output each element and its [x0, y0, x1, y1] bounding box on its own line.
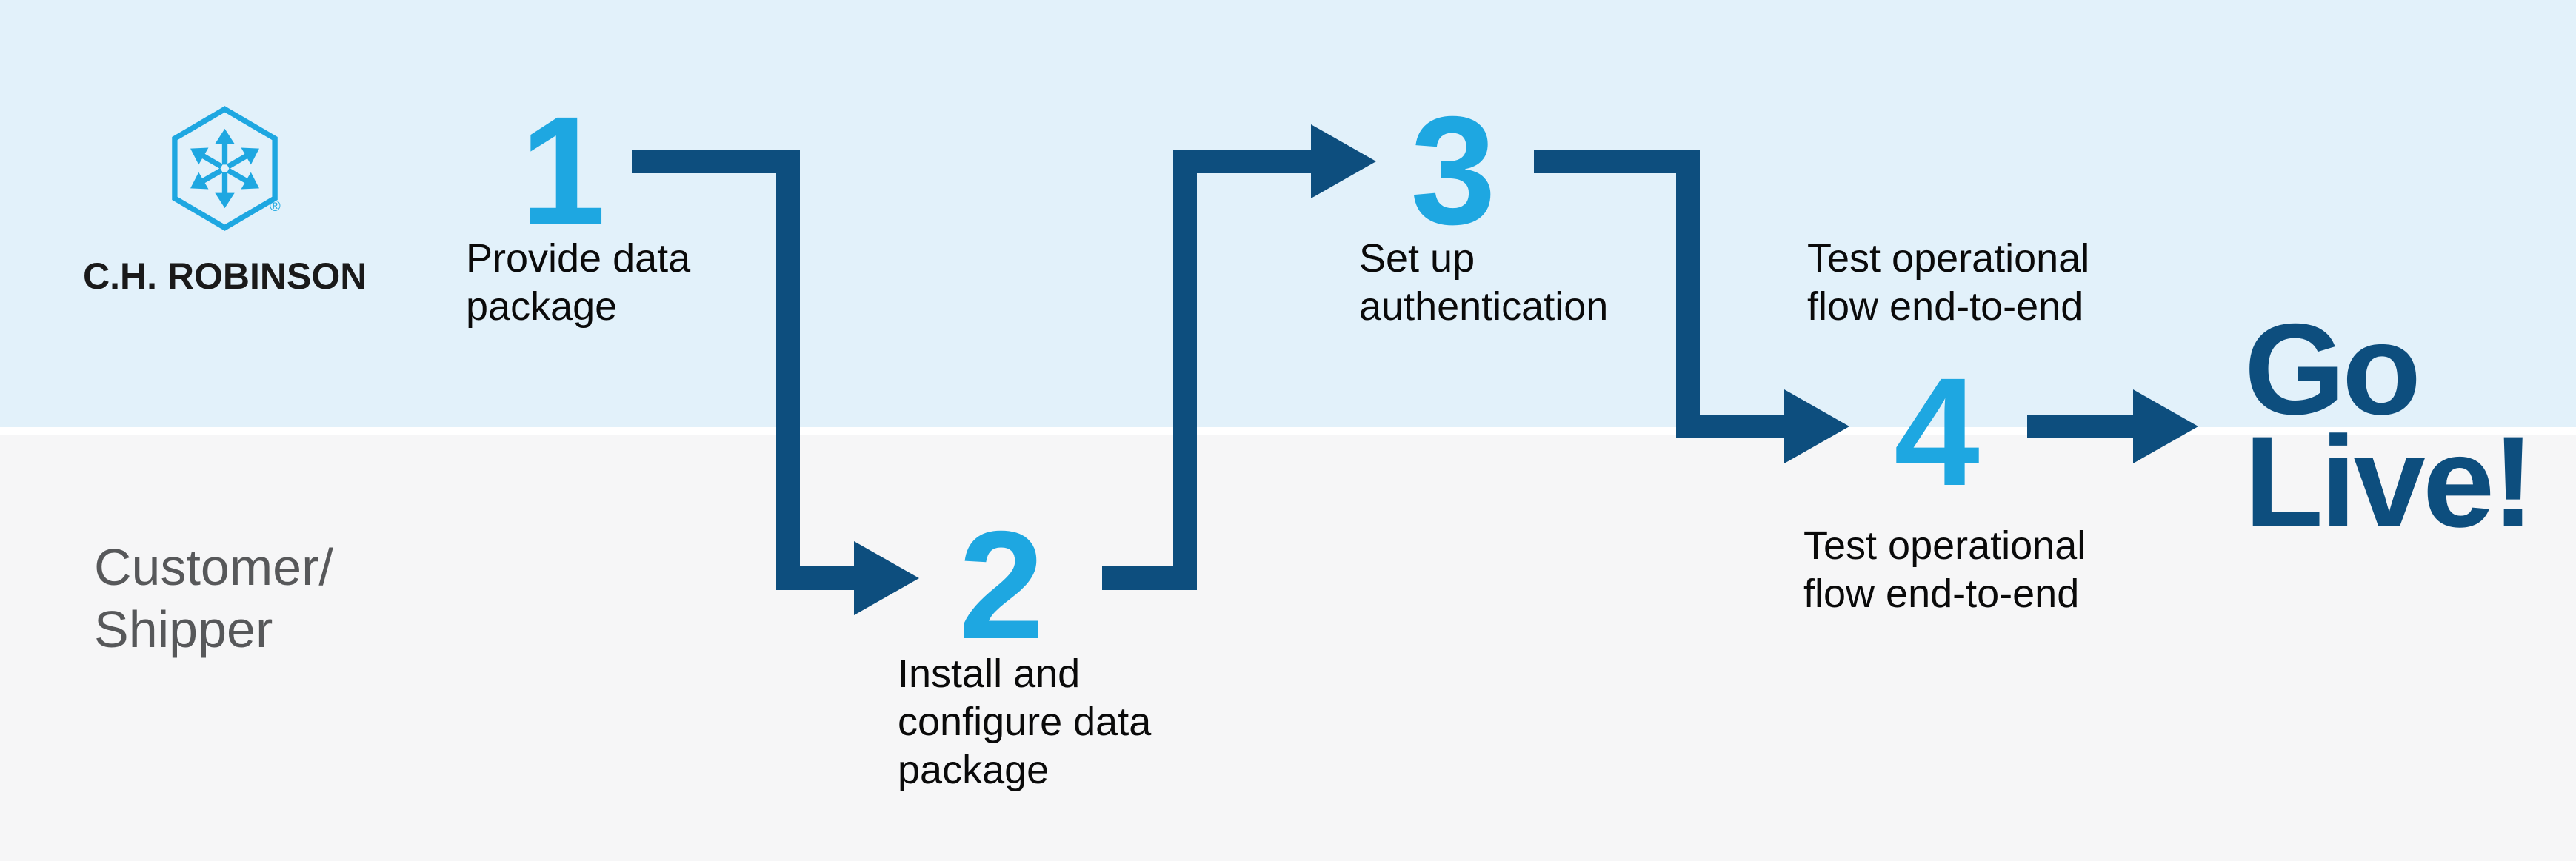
arrow-step3-to-step4-stub — [1676, 415, 1784, 438]
chrobinson-lane-background — [0, 0, 2576, 427]
chrobinson-logo-icon — [172, 106, 278, 231]
lane-label-line1: Customer/ — [94, 538, 333, 596]
step1-label-line1: Provide data — [466, 236, 691, 281]
step1-label: Provide data package — [466, 235, 690, 331]
arrow-step3-to-step4-arrowhead-icon — [1784, 389, 1849, 463]
arrow-step4-to-golive-horizontal — [2027, 415, 2133, 438]
arrow-step3-to-step4-vertical — [1676, 150, 1700, 438]
step2-label: Install and configure data package — [898, 650, 1151, 794]
step4-label-upper-line1: Test operational — [1807, 236, 2090, 281]
arrow-step1-to-step2-horizontal — [632, 150, 800, 173]
step4-label-upper: Test operational flow end-to-end — [1807, 235, 2089, 331]
go-live-label: Go Live! — [2244, 305, 2535, 547]
step4-label-lower-line1: Test operational — [1803, 523, 2086, 568]
step3-label-line2: authentication — [1359, 284, 1609, 329]
step2-label-line2: configure data — [898, 700, 1152, 744]
arrow-step4-to-golive-arrowhead-icon — [2133, 389, 2198, 463]
arrow-step3-to-step4-horizontal — [1534, 150, 1700, 173]
step4-label-upper-line2: flow end-to-end — [1807, 284, 2083, 329]
step1-number: 1 — [520, 85, 606, 257]
chrobinson-wordmark: C.H. ROBINSON — [83, 255, 367, 297]
go-live-line2: Live! — [2244, 410, 2535, 555]
arrow-step1-to-step2-arrowhead-icon — [854, 541, 919, 615]
arrow-step2-to-step3-stub — [1173, 150, 1311, 173]
step4-number: 4 — [1894, 346, 1980, 518]
go-live-line1: Go — [2244, 298, 2421, 442]
step4-label-lower: Test operational flow end-to-end — [1803, 522, 2086, 618]
lane-divider — [0, 427, 2576, 435]
arrow-step2-to-step3-arrowhead-icon — [1311, 124, 1376, 198]
step2-label-line1: Install and — [898, 651, 1081, 696]
step3-label: Set up authentication — [1359, 235, 1608, 331]
customer-shipper-label: Customer/ Shipper — [94, 536, 333, 660]
customer-lane-background — [0, 435, 2576, 861]
registered-trademark-mark: ® — [270, 198, 281, 215]
step1-label-line2: package — [466, 284, 618, 329]
step2-label-line3: package — [898, 748, 1050, 792]
lane-label-line2: Shipper — [94, 600, 273, 658]
arrow-step2-to-step3-vertical — [1173, 150, 1197, 590]
step3-number: 3 — [1410, 85, 1496, 257]
step2-number: 2 — [958, 500, 1044, 671]
arrow-step1-to-step2-stub — [776, 566, 854, 590]
step4-label-lower-line2: flow end-to-end — [1803, 572, 2080, 616]
step3-label-line1: Set up — [1359, 236, 1475, 281]
arrow-step1-to-step2-vertical — [776, 150, 800, 590]
